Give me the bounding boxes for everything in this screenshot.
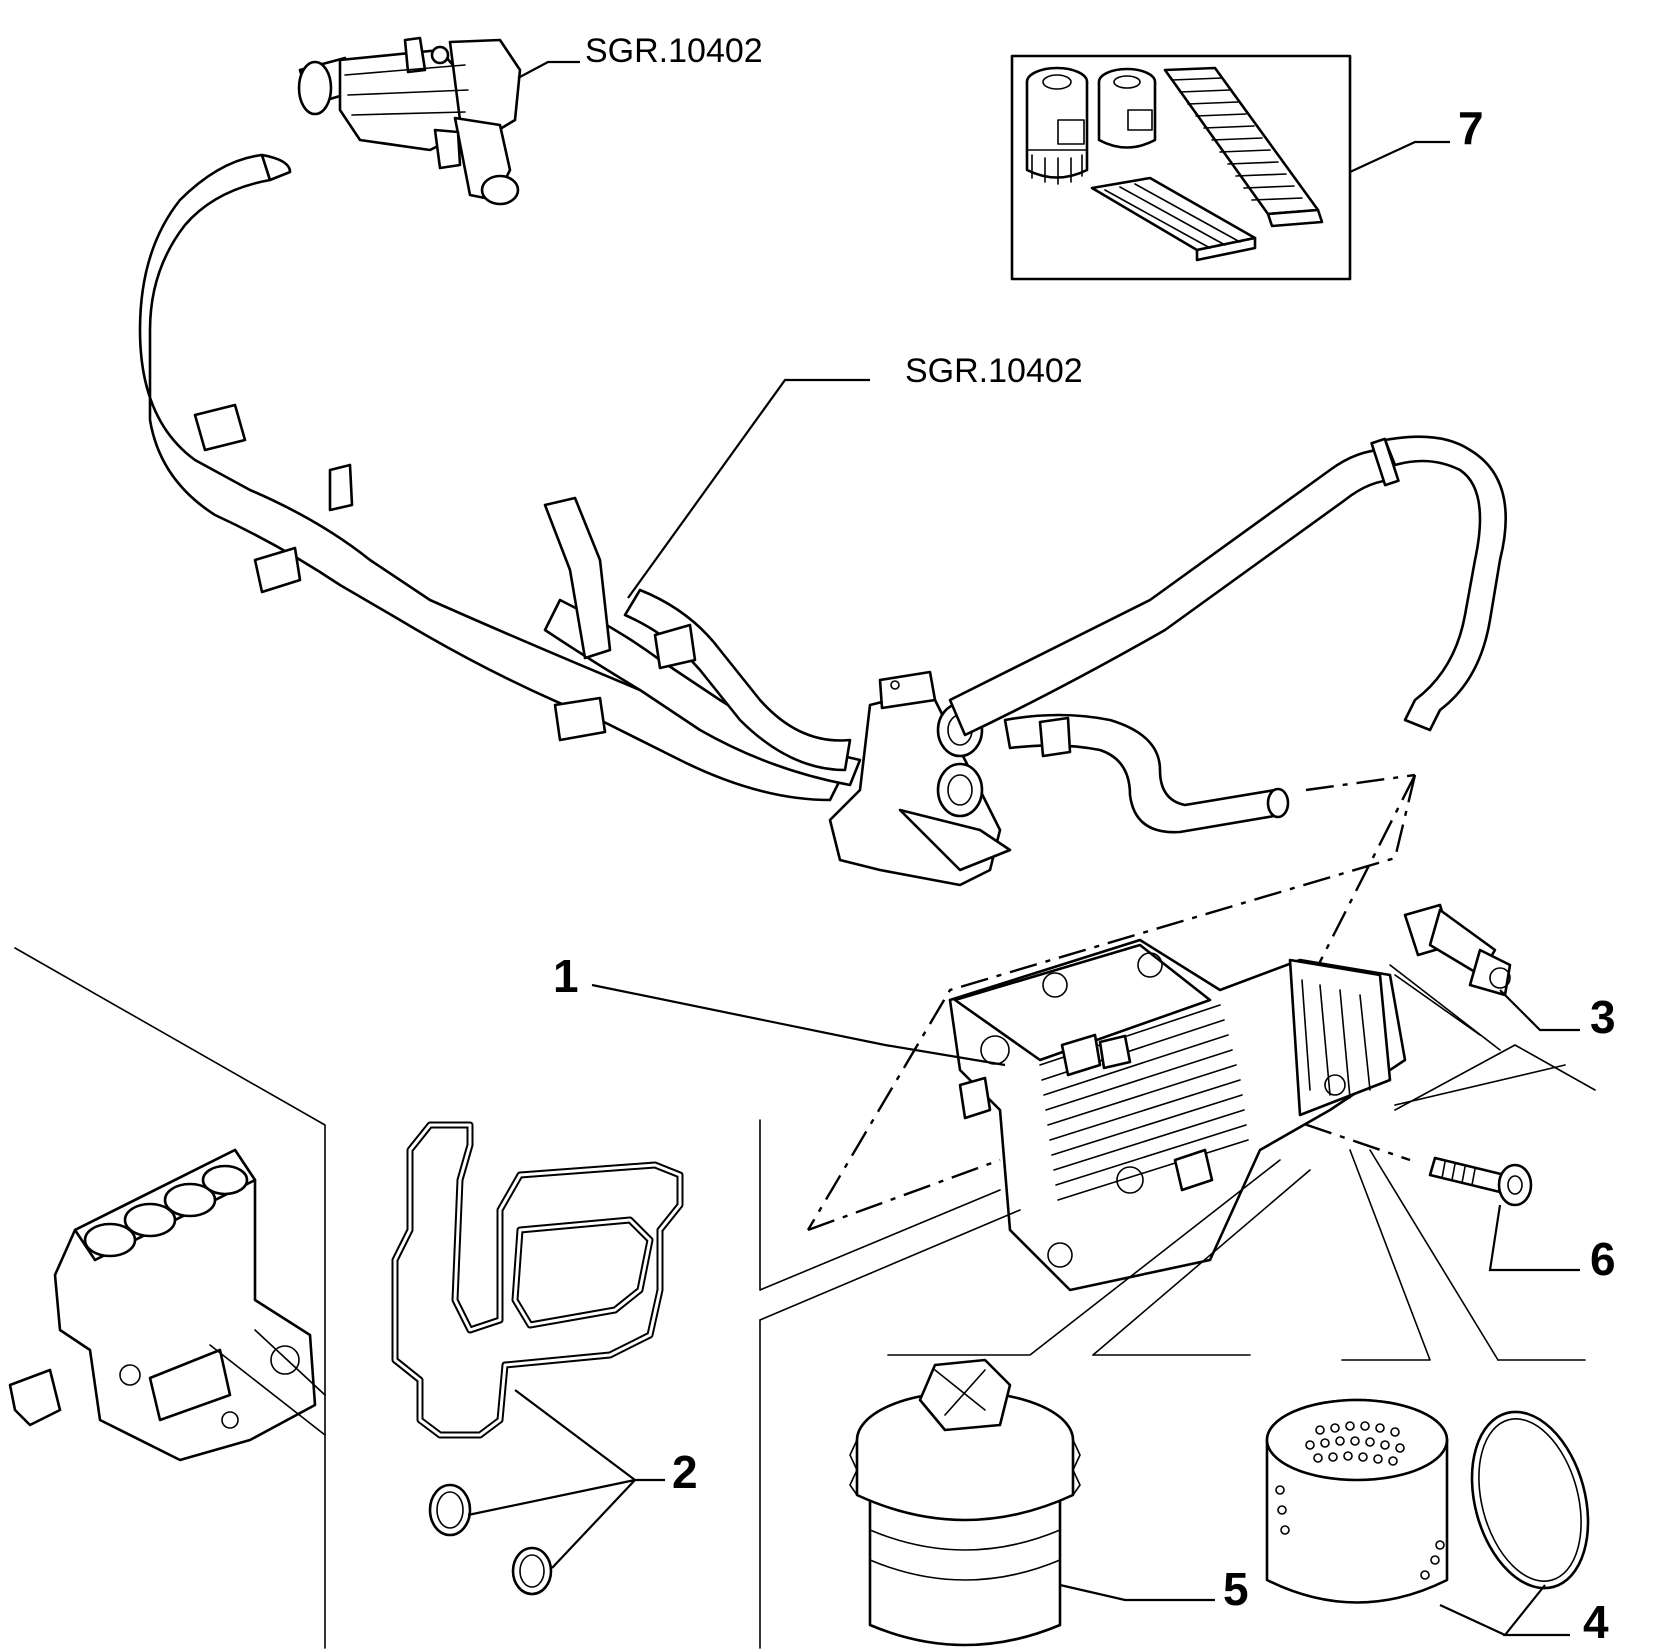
ref-label-top: SGR.10402: [585, 32, 763, 70]
coolant-hose-assembly: [138, 153, 1507, 887]
thermostat-housing: [297, 36, 522, 206]
gasket-set: [391, 1121, 684, 1596]
kit-air-filter-icon: [1163, 66, 1324, 228]
kit-cabin-filter-icon: [1090, 176, 1257, 262]
callout-1: 1: [553, 950, 579, 1002]
seal-ring-icon: [1470, 1410, 1590, 1590]
hose-clamp-icon: [193, 403, 1072, 758]
callout-5: 5: [1223, 1563, 1249, 1615]
ref-label-mid: SGR.10402: [905, 352, 1083, 390]
callout-7: 7: [1458, 102, 1484, 154]
filter-kit-box: [1010, 54, 1352, 281]
callout-2: 2: [672, 1446, 698, 1498]
filter-element-icon: [1265, 1398, 1449, 1604]
callout-6: 6: [1590, 1233, 1616, 1285]
grouping-lines: [759, 964, 1596, 1649]
callout-3: 3: [1590, 991, 1616, 1043]
oil-cooler-housing: [948, 938, 1407, 1292]
oil-filter-cartridge-icon: [849, 1358, 1081, 1647]
kit-oil-filter-icon: [1025, 66, 1089, 185]
callout-4: 4: [1583, 1596, 1609, 1648]
kit-oil-filter-small-icon: [1097, 67, 1157, 149]
oil-pressure-sensor-icon: [1403, 903, 1512, 997]
engine-block: [8, 1148, 317, 1462]
bolt-icon: [1428, 1156, 1533, 1207]
